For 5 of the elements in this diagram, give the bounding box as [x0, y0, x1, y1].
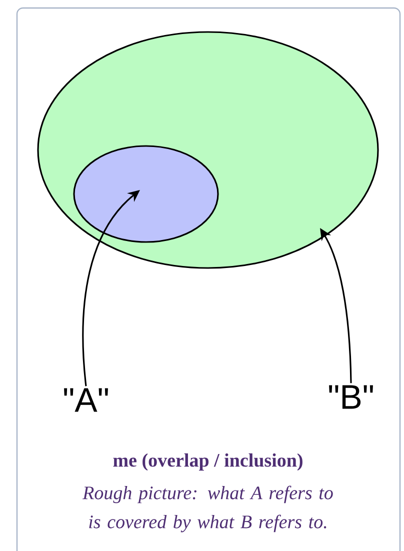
text-label: "A": [64, 388, 108, 412]
text-label: "B": [329, 385, 373, 409]
caption: Rough picture: what A refers to is covered by what B refers to.: [82, 486, 333, 532]
title: me (overlap / inclusion): [113, 453, 302, 471]
ellipse: [73, 145, 219, 243]
